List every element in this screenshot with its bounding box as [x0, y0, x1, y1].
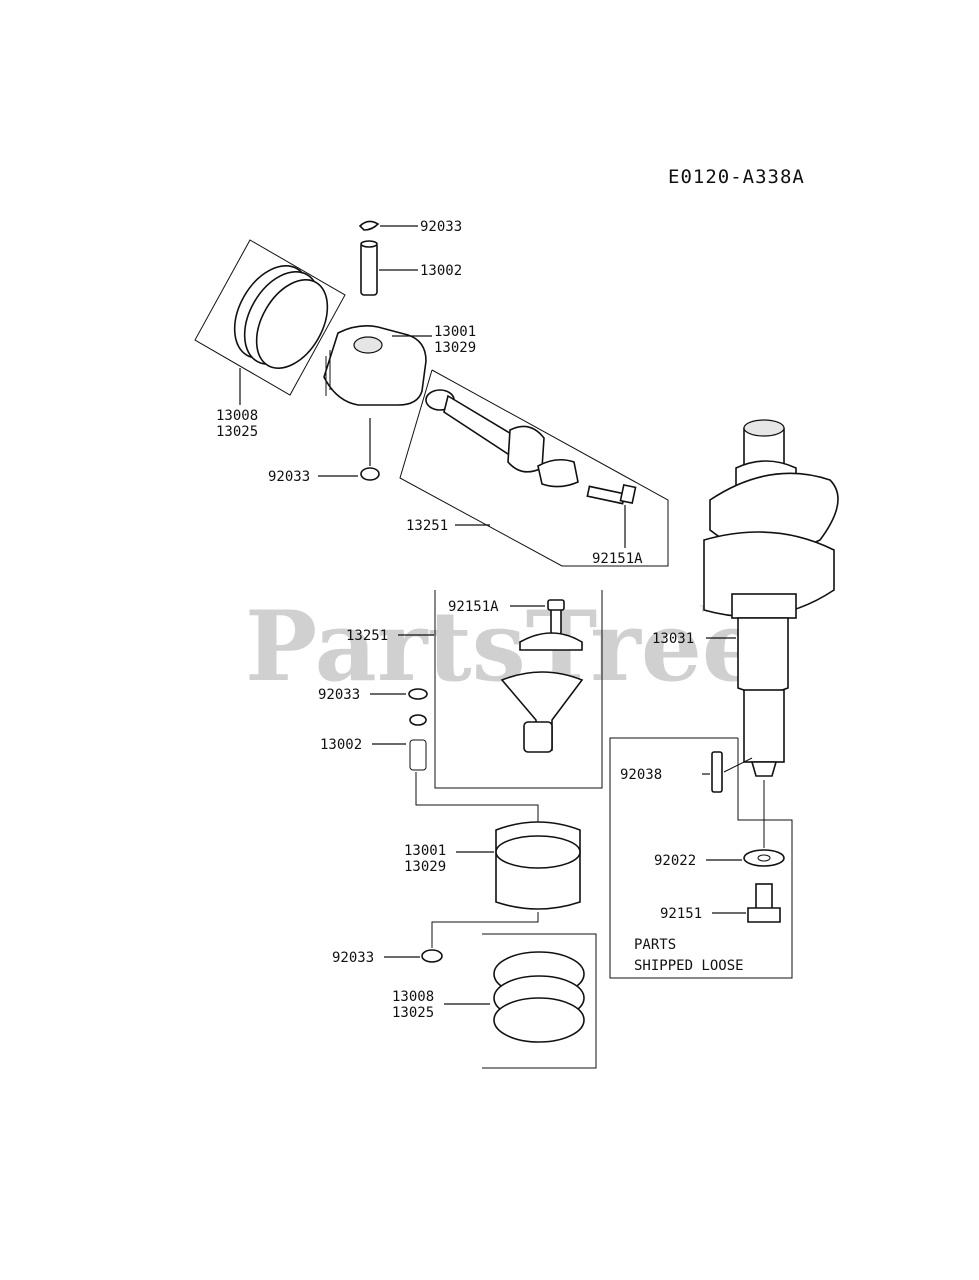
note-line-1: PARTS	[634, 937, 676, 953]
label-top-lower-clip[interactable]: 92033	[268, 469, 310, 485]
label-top-piston-a[interactable]: 13001	[434, 324, 476, 340]
note-line-2: SHIPPED LOOSE	[634, 958, 744, 974]
label-bottom-rings-a[interactable]: 13008	[392, 989, 434, 1005]
bottom-piston[interactable]	[495, 821, 581, 910]
label-bottom-clip[interactable]: 92033	[332, 950, 374, 966]
label-middle-rod-bolt[interactable]: 92151A	[448, 599, 499, 615]
middle-pin[interactable]	[409, 739, 427, 771]
label-top-ring-clip[interactable]: 92033	[420, 219, 462, 235]
middle-rod-bolt[interactable]	[547, 599, 565, 635]
label-bolt[interactable]: 92151	[660, 906, 702, 922]
middle-connecting-rod[interactable]	[500, 632, 584, 753]
top-lower-clip[interactable]	[360, 467, 380, 481]
label-top-rings-a[interactable]: 13008	[216, 408, 258, 424]
label-middle-rod[interactable]: 13251	[346, 628, 388, 644]
label-middle-pin[interactable]: 13002	[320, 737, 362, 753]
label-bottom-rings-b[interactable]: 13025	[392, 1005, 434, 1021]
watermark: PartsTree	[245, 590, 763, 703]
top-piston[interactable]	[323, 325, 427, 406]
label-top-rod[interactable]: 13251	[406, 518, 448, 534]
label-top-rod-bolt[interactable]: 92151A	[592, 551, 643, 567]
crank-washer[interactable]	[743, 849, 785, 867]
label-key[interactable]: 92038	[620, 767, 662, 783]
bottom-piston-rings[interactable]	[493, 951, 585, 1043]
top-piston-clip[interactable]	[358, 220, 380, 231]
label-top-piston-b[interactable]: 13029	[434, 340, 476, 356]
top-connecting-rod[interactable]	[425, 389, 579, 488]
label-middle-clip[interactable]: 92033	[318, 687, 360, 703]
label-bottom-piston-b[interactable]: 13029	[404, 859, 446, 875]
bottom-clip[interactable]	[421, 949, 443, 963]
middle-clip[interactable]	[408, 688, 428, 726]
label-crankshaft[interactable]: 13031	[652, 631, 694, 647]
label-top-pin[interactable]: 13002	[420, 263, 462, 279]
crank-bolt[interactable]	[747, 883, 781, 923]
top-piston-rings[interactable]	[194, 239, 346, 396]
crank-key[interactable]	[711, 751, 723, 793]
label-washer[interactable]: 92022	[654, 853, 696, 869]
top-rod-bolt[interactable]	[586, 483, 637, 505]
crankshaft[interactable]	[703, 419, 839, 777]
label-top-rings-b[interactable]: 13025	[216, 424, 258, 440]
label-bottom-piston-a[interactable]: 13001	[404, 843, 446, 859]
diagram-code: E0120-A338A	[668, 166, 805, 188]
top-piston-pin[interactable]	[360, 240, 378, 296]
